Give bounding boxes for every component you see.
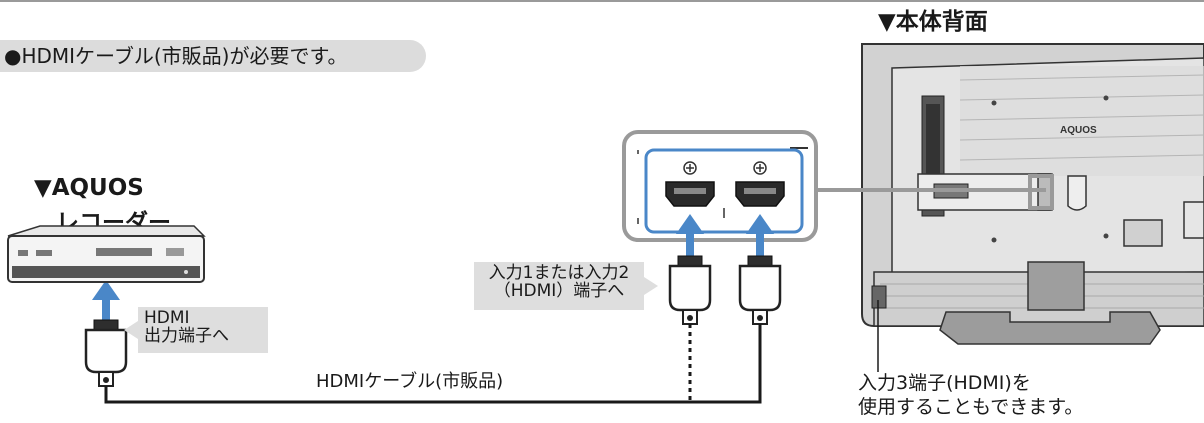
insert-arrows <box>92 214 774 324</box>
input-terminal-label-line2: （HDMI）端子へ <box>493 281 625 301</box>
input3-note-line1: 入力3端子(HDMI)を <box>858 372 1031 394</box>
screw-icon <box>753 161 767 175</box>
hdmi-cable <box>104 324 762 404</box>
tv-back-illustration: AQUOS <box>861 43 1204 345</box>
hdmi-plug-left <box>668 255 712 325</box>
input-terminal-label-line1: 入力1または入力2 <box>488 263 630 283</box>
top-divider <box>0 0 1204 2</box>
hdmi-output-label-line1: HDMI <box>144 308 190 328</box>
input3-note: 入力3端子(HDMI)を 使用することもできます。 <box>858 371 1083 419</box>
cable-label: HDMIケーブル(市販品) <box>316 371 504 392</box>
input-terminal-callout: 入力1または入力2 （HDMI）端子へ <box>474 262 658 310</box>
hdmi-plug-recorder <box>84 319 128 387</box>
hdmi-plug-right <box>738 255 782 325</box>
input3-note-line2: 使用することもできます。 <box>858 396 1084 418</box>
hdmi-output-label-line2: 出力端子へ <box>144 326 229 346</box>
hdmi-highlight-frame <box>644 148 804 234</box>
hdmi-output-callout: HDMI 出力端子へ <box>124 307 268 353</box>
tv-back-title: ▼本体背面 <box>878 9 988 35</box>
tv-brand-logo: AQUOS <box>1060 125 1097 136</box>
screw-icon <box>683 161 697 175</box>
hdmi-terminal-panel <box>622 130 818 242</box>
recorder-title-line1: ▼AQUOS <box>34 175 144 201</box>
requirement-note: ●HDMIケーブル(市販品)が必要です。 <box>0 40 426 72</box>
aquos-recorder-illustration <box>7 225 206 283</box>
